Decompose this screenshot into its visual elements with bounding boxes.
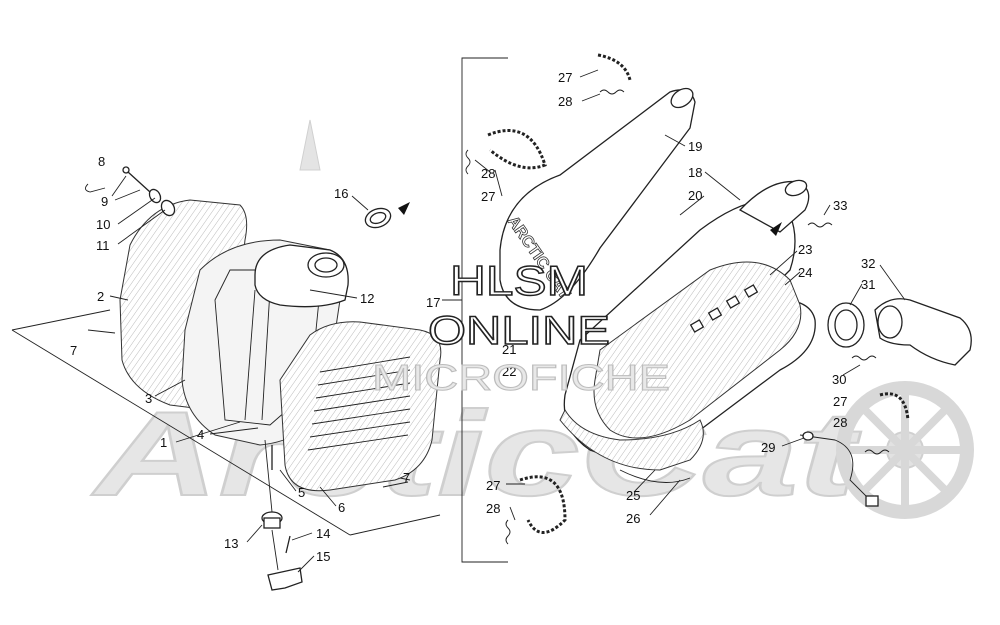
locking-pin-part	[285, 535, 291, 554]
callout-27c: 27	[833, 394, 847, 409]
watermark-line-3: MICROFICHE	[372, 357, 670, 398]
callout-27a: 27	[558, 70, 572, 85]
clamp-part-27a	[597, 53, 632, 81]
callout-32: 32	[861, 256, 875, 271]
chamber-lower-part	[559, 408, 704, 471]
callout-21: 21	[502, 342, 516, 357]
callout-18: 18	[688, 165, 702, 180]
callout-31: 31	[861, 277, 875, 292]
left-assembly	[11, 166, 442, 591]
callout-27d: 27	[486, 478, 500, 493]
callout-23: 23	[798, 242, 812, 257]
silencer-shell-part	[279, 321, 442, 492]
right-assembly: ARCTIC CAT	[442, 53, 972, 563]
callout-19: 19	[688, 139, 702, 154]
callout-29: 29	[761, 440, 775, 455]
callout-7-right: 7	[403, 470, 410, 485]
spring-part-28d	[505, 519, 511, 545]
spring-part-28b	[465, 149, 471, 175]
spring-pin-part-right	[382, 481, 409, 488]
callout-24: 24	[798, 265, 812, 280]
watermark-line-1: HLSM	[450, 257, 588, 304]
clamp-part-27b	[487, 129, 547, 170]
callout-1: 1	[160, 435, 167, 450]
leader-lines	[109, 69, 906, 573]
spring-part-33	[807, 222, 833, 228]
sensor-connector-part	[865, 495, 879, 507]
callout-9: 9	[101, 194, 108, 209]
callout-6: 6	[338, 500, 345, 515]
grommet-body-part	[263, 517, 281, 529]
clamp-part-27c	[879, 392, 910, 421]
callout-11: 11	[96, 238, 110, 253]
callout-20: 20	[688, 188, 702, 203]
spring-part-30	[851, 355, 877, 361]
callout-10: 10	[96, 217, 110, 232]
spring-part-28a	[599, 89, 625, 95]
callout-12: 12	[360, 291, 374, 306]
callout-4: 4	[197, 427, 204, 442]
callout-8: 8	[98, 154, 105, 169]
callout-15: 15	[316, 549, 330, 564]
hlsm-watermark: HLSM ONLINE MICROFICHE	[372, 256, 671, 398]
watermark-line-2: ONLINE	[428, 309, 610, 353]
callout-14: 14	[316, 526, 330, 541]
callout-26: 26	[626, 511, 640, 526]
wheel-watermark-icon	[836, 381, 974, 519]
callout-22: 22	[502, 364, 516, 379]
silencer-louvers	[307, 356, 411, 451]
callout-28c: 28	[833, 415, 847, 430]
callout-13: 13	[224, 536, 238, 551]
spring-pin-part-left	[87, 329, 116, 334]
callout-33: 33	[833, 198, 847, 213]
callout-25: 25	[626, 488, 640, 503]
clamp-part-27d	[519, 475, 567, 534]
callout-27b: 27	[481, 189, 495, 204]
callout-30: 30	[832, 372, 846, 387]
callout-5: 5	[298, 485, 305, 500]
direction-arrow-icon	[398, 202, 410, 215]
callout-28b: 28	[481, 166, 495, 181]
callout-labels: 8 9 10 11 2 7 3 1 4 16 12 5 6 7 13 14 15…	[70, 70, 875, 564]
callout-16: 16	[334, 186, 348, 201]
group-bracket-17	[461, 57, 508, 563]
callout-17: 17	[426, 295, 440, 310]
callout-28d: 28	[486, 501, 500, 516]
callout-3: 3	[145, 391, 152, 406]
pin-clip-hardware	[85, 166, 176, 217]
spire-watermark-icon	[299, 119, 321, 171]
mounting-bracket-part	[267, 567, 303, 591]
heat-shield-part	[593, 261, 802, 439]
callout-28a: 28	[558, 94, 572, 109]
callout-7-left: 7	[70, 343, 77, 358]
spring-part-28c	[864, 449, 890, 455]
callout-2: 2	[97, 289, 104, 304]
sensor-wire-part	[799, 434, 871, 501]
muffler-part	[499, 89, 696, 311]
direction-arrow-icon-right	[770, 222, 782, 236]
